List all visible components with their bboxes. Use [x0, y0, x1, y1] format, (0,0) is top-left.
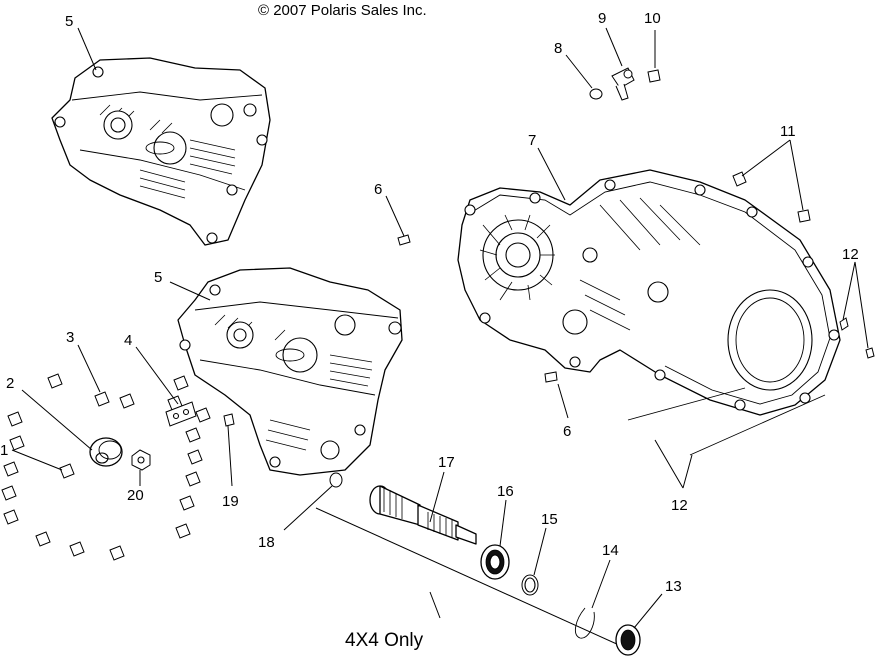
callout-5-middle: 5 — [154, 269, 162, 286]
leader-14 — [591, 559, 611, 609]
note-4x4-only: 4X4 Only — [345, 630, 424, 651]
leader-4x4-note — [429, 591, 441, 619]
leader-7 — [537, 147, 566, 201]
callout-16: 16 — [497, 483, 514, 500]
part-14-snap-ring — [574, 607, 595, 639]
callout-11: 11 — [780, 123, 796, 140]
part-18-seal — [329, 472, 343, 488]
copyright-text: © 2007 Polaris Sales Inc. — [258, 2, 427, 19]
leader-18 — [283, 485, 333, 531]
leader-12-bottom — [654, 439, 693, 489]
leader-9 — [605, 27, 623, 67]
callout-19: 19 — [222, 493, 239, 510]
part-12-bolts — [627, 317, 875, 456]
part-2-pulley — [89, 437, 123, 467]
callout-3: 3 — [66, 329, 74, 346]
gearcase-top-left — [51, 57, 271, 246]
part-11-bolts — [732, 171, 811, 223]
callout-13: 13 — [665, 578, 682, 595]
part-9-breather-fitting — [611, 67, 635, 101]
callout-9: 9 — [598, 10, 606, 27]
callout-10: 10 — [644, 10, 661, 27]
leader-1 — [11, 449, 63, 471]
callout-20: 20 — [127, 487, 144, 504]
part-1-bolt — [59, 463, 75, 479]
callout-6-top: 6 — [374, 181, 382, 198]
callout-5-top: 5 — [65, 13, 73, 30]
callout-12-bottom: 12 — [671, 497, 688, 514]
gearcase-middle — [177, 267, 403, 476]
leader-8 — [565, 54, 593, 89]
callout-8: 8 — [554, 40, 562, 57]
leader-5b — [169, 281, 211, 301]
part-15-ring — [521, 574, 539, 596]
callout-14: 14 — [602, 542, 619, 559]
leader-4 — [135, 346, 179, 405]
callout-1: 1 — [0, 442, 8, 459]
leader-13 — [633, 593, 663, 629]
part-20-nut — [131, 449, 151, 471]
leader-11 — [741, 139, 804, 211]
leader-16 — [499, 499, 507, 547]
part-10-plug — [647, 69, 661, 83]
part-19-pin — [223, 413, 235, 427]
leader-2 — [21, 389, 93, 451]
leader-5a — [77, 27, 97, 71]
part-17-shaft — [369, 485, 477, 545]
main-cover — [457, 169, 841, 416]
callout-18: 18 — [258, 534, 275, 551]
centerline-4x4 — [315, 507, 631, 651]
leader-3 — [77, 344, 101, 393]
callout-12-top: 12 — [842, 246, 859, 263]
part-3-bolts — [1, 373, 211, 561]
part-13-seal — [615, 624, 641, 656]
callout-17: 17 — [438, 454, 455, 471]
leader-6 — [385, 195, 569, 419]
part-16-bearing — [480, 544, 510, 580]
part-4-bracket — [165, 401, 197, 427]
leader-15 — [533, 527, 547, 576]
leader-17 — [429, 471, 445, 523]
callout-15: 15 — [541, 511, 558, 528]
callout-7: 7 — [528, 132, 536, 149]
callout-4: 4 — [124, 332, 132, 349]
callout-6-bottom: 6 — [563, 423, 571, 440]
leader-19 — [227, 425, 233, 487]
part-6-dowels — [397, 234, 558, 383]
part-8-plug — [589, 88, 603, 100]
leader-12-top — [842, 261, 869, 349]
callout-2: 2 — [6, 375, 14, 392]
